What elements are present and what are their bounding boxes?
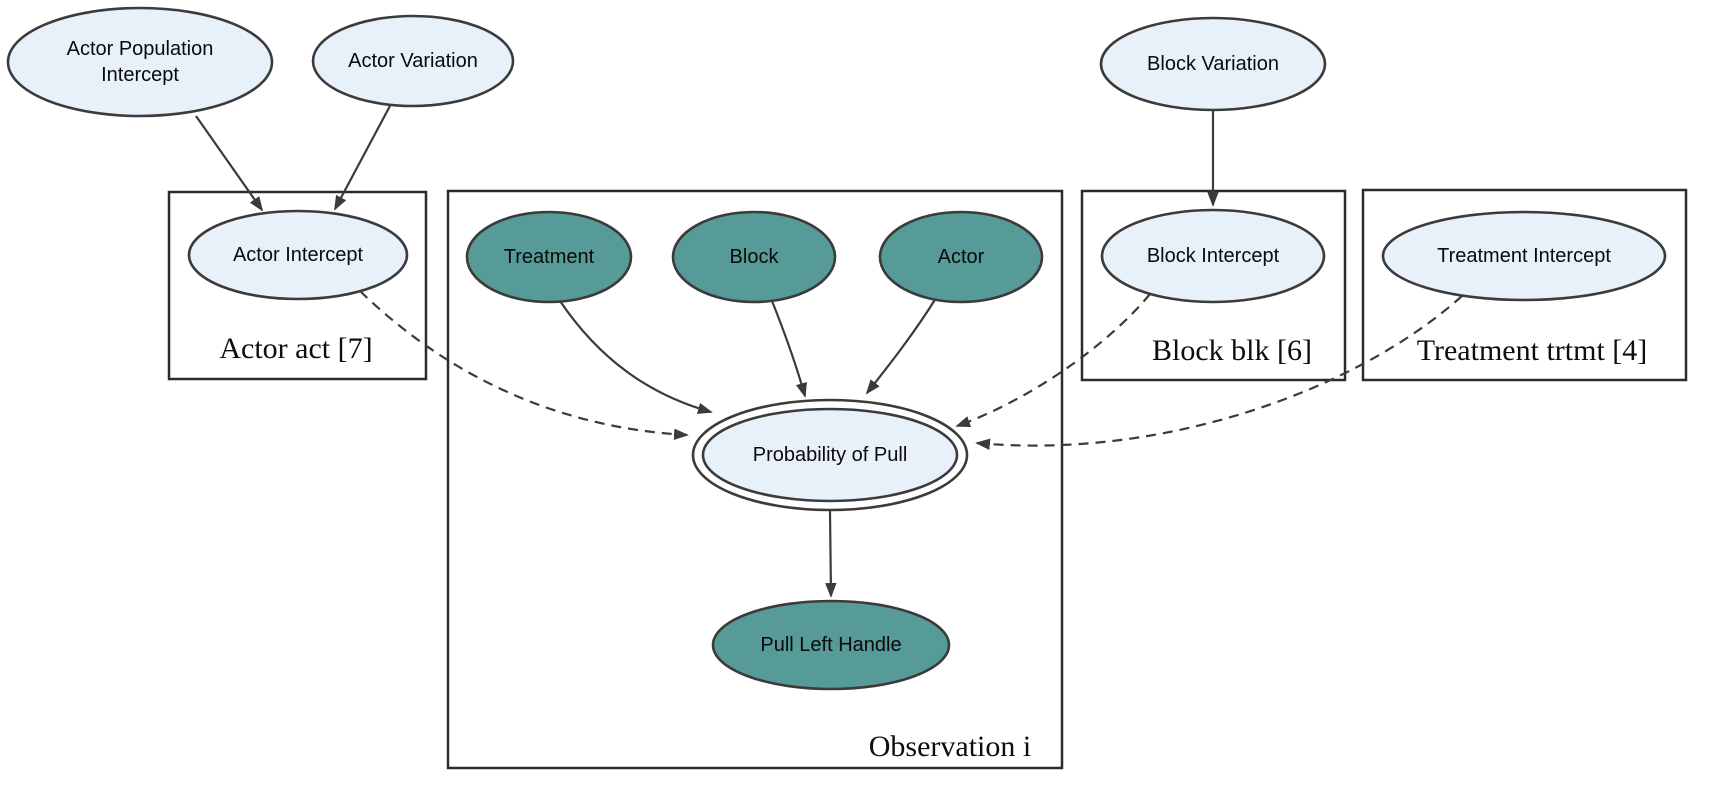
plate-actor-label: Actor act [7] [219,332,372,365]
node-actor-variation-label: Actor Variation [348,50,478,72]
edge-probability-of-pull-to-pull-left-handle [825,510,837,598]
node-actor-population-intercept-label-line2: Intercept [101,64,179,86]
node-actor: Actor [878,210,1044,304]
node-actor-intercept-ellipse [187,209,409,301]
plate-treatment-label: Treatment trtmt [4] [1417,334,1648,367]
edge-actor-population-intercept-to-actor-intercept [195,115,264,212]
node-actor-label: Actor [938,246,985,268]
node-treatment-intercept: Treatment Intercept [1381,210,1667,302]
node-probability-of-pull-label: Probability of Pull [753,444,908,466]
node-treatment: Treatment [465,210,633,304]
node-treatment-intercept-label: Treatment Intercept [1437,245,1611,267]
plate-observation: Observation i [446,189,1064,770]
plate-actor: Actor act [7] [167,190,428,381]
plate-observation-label: Observation i [869,730,1031,763]
plate-observation-rect [446,189,1064,770]
node-treatment-ellipse [465,210,633,304]
node-actor-intercept-label: Actor Intercept [233,244,364,266]
node-actor-population-intercept-label-line1: Actor Population [67,38,214,60]
node-pull-left-handle-label: Pull Left Handle [760,634,901,656]
edge-block-to-probability-of-pull [770,300,807,398]
node-actor-population-intercept-ellipse [6,6,274,118]
node-probability-of-pull-inner-ellipse [701,407,959,503]
plate-block-label: Block blk [6] [1152,334,1312,367]
edge-actor-to-probability-of-pull [865,297,937,395]
node-treatment-label: Treatment [504,246,595,268]
node-block-label: Block [730,246,780,268]
node-actor-variation-ellipse [311,14,515,108]
node-block: Block [671,210,837,304]
node-block-intercept-label: Block Intercept [1147,245,1280,267]
edge-block-intercept-to-probability-of-pull [955,293,1151,428]
edge-treatment-intercept-to-probability-of-pull [975,295,1463,450]
node-block-intercept-ellipse [1100,208,1326,304]
node-probability-of-pull: Probability of Pull [691,398,969,512]
plate-block: Block blk [6] [1080,189,1347,382]
node-pull-left-handle-ellipse [711,599,951,691]
node-actor-ellipse [878,210,1044,304]
edge-actor-variation-to-actor-intercept [334,103,392,211]
plate-actor-rect [167,190,428,381]
node-block-intercept: Block Intercept [1100,208,1326,304]
node-block-ellipse [671,210,837,304]
node-treatment-intercept-ellipse [1381,210,1667,302]
node-block-variation-ellipse [1099,16,1327,112]
node-actor-population-intercept: Actor Population Intercept [6,6,274,118]
node-pull-left-handle: Pull Left Handle [711,599,951,691]
plate-treatment: Treatment trtmt [4] [1361,188,1688,382]
node-block-variation-label: Block Variation [1147,53,1279,75]
node-block-variation: Block Variation [1099,16,1327,112]
plate-treatment-rect [1361,188,1688,382]
edge-actor-intercept-to-probability-of-pull [359,290,689,440]
edge-treatment-to-probability-of-pull [559,300,713,415]
node-actor-intercept: Actor Intercept [187,209,409,301]
node-actor-variation: Actor Variation [311,14,515,108]
